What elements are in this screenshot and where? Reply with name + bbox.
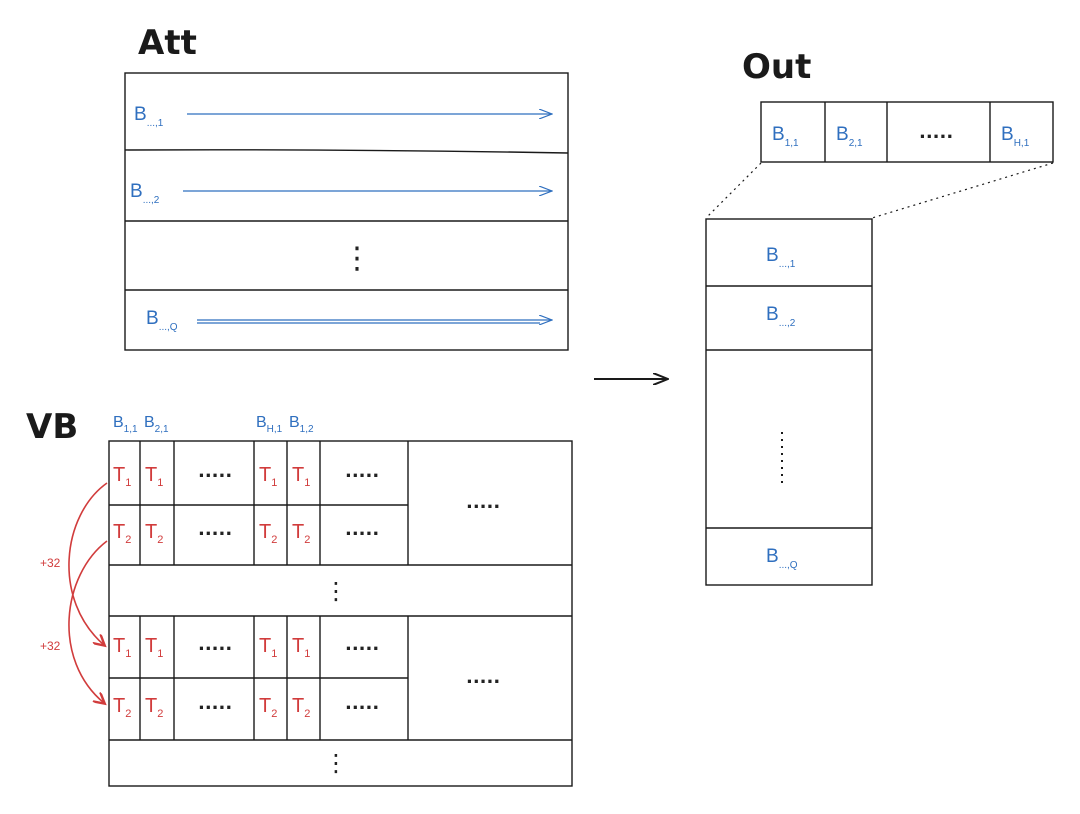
vb-token: T1 xyxy=(259,635,277,660)
out-header-border xyxy=(760,101,1054,163)
att-row-label: B...,Q xyxy=(146,308,178,333)
att-row-arrows xyxy=(183,114,552,323)
vb-token: T1 xyxy=(145,635,163,660)
out-header-label: B1,1 xyxy=(772,124,799,149)
out-title: Out xyxy=(742,47,811,87)
att-border xyxy=(124,72,569,351)
vb-vertical-ellipsis: ⋮ xyxy=(324,577,348,605)
out-column-border xyxy=(705,218,873,586)
vb-token: T2 xyxy=(113,695,131,720)
out-column-label: B...,1 xyxy=(766,245,796,270)
att-row-label: B...,2 xyxy=(130,181,160,206)
vb-title: VB xyxy=(26,407,78,447)
vb-cell-ellipsis: ..... xyxy=(198,461,232,482)
zoom-connector-left xyxy=(705,162,762,219)
vb-cell-ellipsis: ..... xyxy=(198,519,232,540)
vb-token: T1 xyxy=(259,464,277,489)
zoom-connector-right xyxy=(871,162,1054,219)
vb-token: T1 xyxy=(292,464,310,489)
vb-token: T2 xyxy=(292,521,310,546)
vb-border xyxy=(108,440,573,787)
vb-token: T2 xyxy=(113,521,131,546)
att-title: Att xyxy=(138,23,197,63)
vb-cell-ellipsis: ..... xyxy=(198,634,232,655)
out-column-label: B...,2 xyxy=(766,304,796,329)
out-header-row xyxy=(760,101,1054,163)
att-vertical-ellipsis: ⋮ xyxy=(342,241,372,276)
out-header-label: BH,1 xyxy=(1001,124,1030,149)
offset-arrow xyxy=(68,482,108,645)
vb-token: T1 xyxy=(113,464,131,489)
vb-cell-ellipsis: ..... xyxy=(345,634,379,655)
att-row-label: B...,1 xyxy=(134,104,164,129)
att-row-divider xyxy=(124,149,569,154)
vb-cell-ellipsis: ..... xyxy=(345,519,379,540)
zoom-connectors xyxy=(705,162,1054,219)
vb-cell-ellipsis: ..... xyxy=(345,461,379,482)
out-column xyxy=(705,218,873,586)
vb-cell-ellipsis: ..... xyxy=(345,693,379,714)
vb-column-header: B1,2 xyxy=(289,414,314,435)
vb-column-header: B2,1 xyxy=(144,414,169,435)
offset-arrow xyxy=(68,540,108,703)
vb-vertical-ellipsis: ⋮ xyxy=(324,749,348,777)
vb-token: T1 xyxy=(145,464,163,489)
att-matrix xyxy=(124,72,569,351)
offset-arrows xyxy=(68,482,108,703)
vb-token: T2 xyxy=(145,695,163,720)
vb-column-header: B1,1 xyxy=(113,414,138,435)
vb-token: T1 xyxy=(113,635,131,660)
vb-token: T2 xyxy=(292,695,310,720)
vb-token: T2 xyxy=(259,695,277,720)
out-column-label: B...,Q xyxy=(766,546,798,571)
vb-column-header: BH,1 xyxy=(256,414,283,435)
vb-token: T1 xyxy=(292,635,310,660)
vb-matrix xyxy=(108,440,573,787)
offset-label: +32 xyxy=(40,556,61,570)
vb-block-ellipsis: ..... xyxy=(466,667,500,688)
vb-block-ellipsis: ..... xyxy=(466,492,500,513)
vb-token: T2 xyxy=(259,521,277,546)
vb-cell-ellipsis: ..... xyxy=(198,693,232,714)
vb-token: T2 xyxy=(145,521,163,546)
out-header-label: B2,1 xyxy=(836,124,863,149)
offset-label: +32 xyxy=(40,639,61,653)
out-header-ellipsis: ..... xyxy=(919,122,953,143)
